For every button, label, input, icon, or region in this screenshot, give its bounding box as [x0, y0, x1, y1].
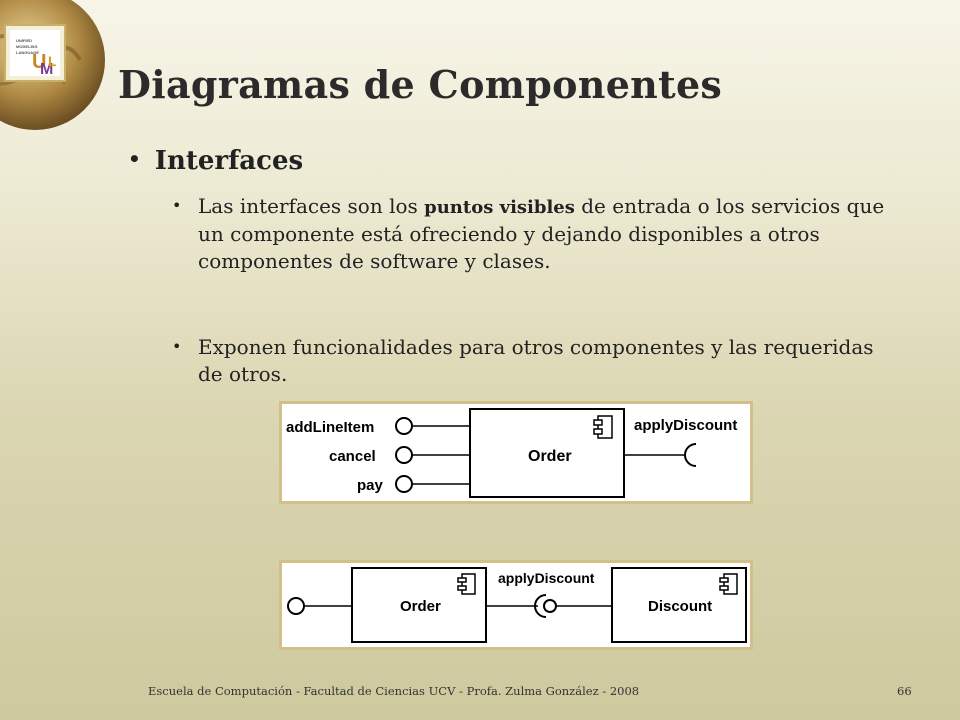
diagram2-svg: Order applyDiscount Discount: [287, 567, 747, 643]
provided-interface-lollipop: [395, 417, 413, 435]
interface-label: addLineItem: [286, 419, 374, 436]
svg-text:LANGUAGE: LANGUAGE: [16, 50, 39, 55]
footer-text: Escuela de Computación - Facultad de Cie…: [148, 684, 640, 698]
provided-interface-lollipop: [395, 475, 413, 493]
sub-bullet-1: • Las interfaces son los puntos visibles…: [172, 193, 892, 275]
globe-logo-icon: UNIFIED MODELING LANGUAGE U M L: [0, 0, 105, 130]
bullet-dot: •: [172, 337, 182, 356]
interface-label: cancel: [329, 448, 376, 465]
required-interface-label: applyDiscount: [634, 417, 737, 434]
component-name: Order: [400, 598, 441, 615]
svg-text:UNIFIED: UNIFIED: [16, 38, 32, 43]
text-part: Las interfaces son los: [198, 194, 425, 218]
provided-interface-lollipop: [287, 597, 305, 615]
component-icon: [719, 573, 738, 595]
interface-label: pay: [357, 477, 384, 494]
emphasis-text: puntos visibles: [424, 197, 575, 218]
svg-text:U: U: [32, 51, 46, 73]
bullet-interfaces: • Interfaces: [128, 146, 303, 176]
assembly-ball-icon: [543, 599, 557, 613]
component-icon: [457, 573, 476, 595]
svg-text:M: M: [40, 61, 53, 78]
sub-bullet-1-text: Las interfaces son los puntos visibles d…: [198, 193, 892, 275]
component-icon: [593, 415, 613, 439]
svg-text:L: L: [48, 53, 57, 69]
component-name: Order: [528, 448, 572, 465]
text-part: de entrada o los servicios que un compon…: [198, 194, 885, 273]
sub-bullet-2-text: Exponen funcionalidades para otros compo…: [198, 335, 874, 386]
svg-text:MODELING: MODELING: [16, 44, 38, 49]
sub-bullet-2: • Exponen funcionalidades para otros com…: [172, 334, 892, 388]
bullet-dot: •: [172, 196, 182, 215]
required-interface-socket: [684, 443, 697, 467]
page-number: 66: [897, 684, 912, 698]
component-name: Discount: [648, 598, 712, 615]
assembly-socket-icon: [534, 594, 547, 618]
bullet-label: Interfaces: [154, 146, 304, 176]
slide-title: Diagramas de Componentes: [118, 62, 723, 107]
assembly-interface-label: applyDiscount: [498, 570, 595, 586]
diagram1-svg: addLineItem cancel pay Order applyDiscou…: [286, 408, 737, 498]
diagram-provided-required: addLineItem cancel pay Order applyDiscou…: [279, 401, 753, 504]
provided-interface-lollipop: [395, 446, 413, 464]
bullet-dot: •: [128, 147, 141, 171]
diagram-assembly: Order applyDiscount Discount: [279, 560, 753, 650]
